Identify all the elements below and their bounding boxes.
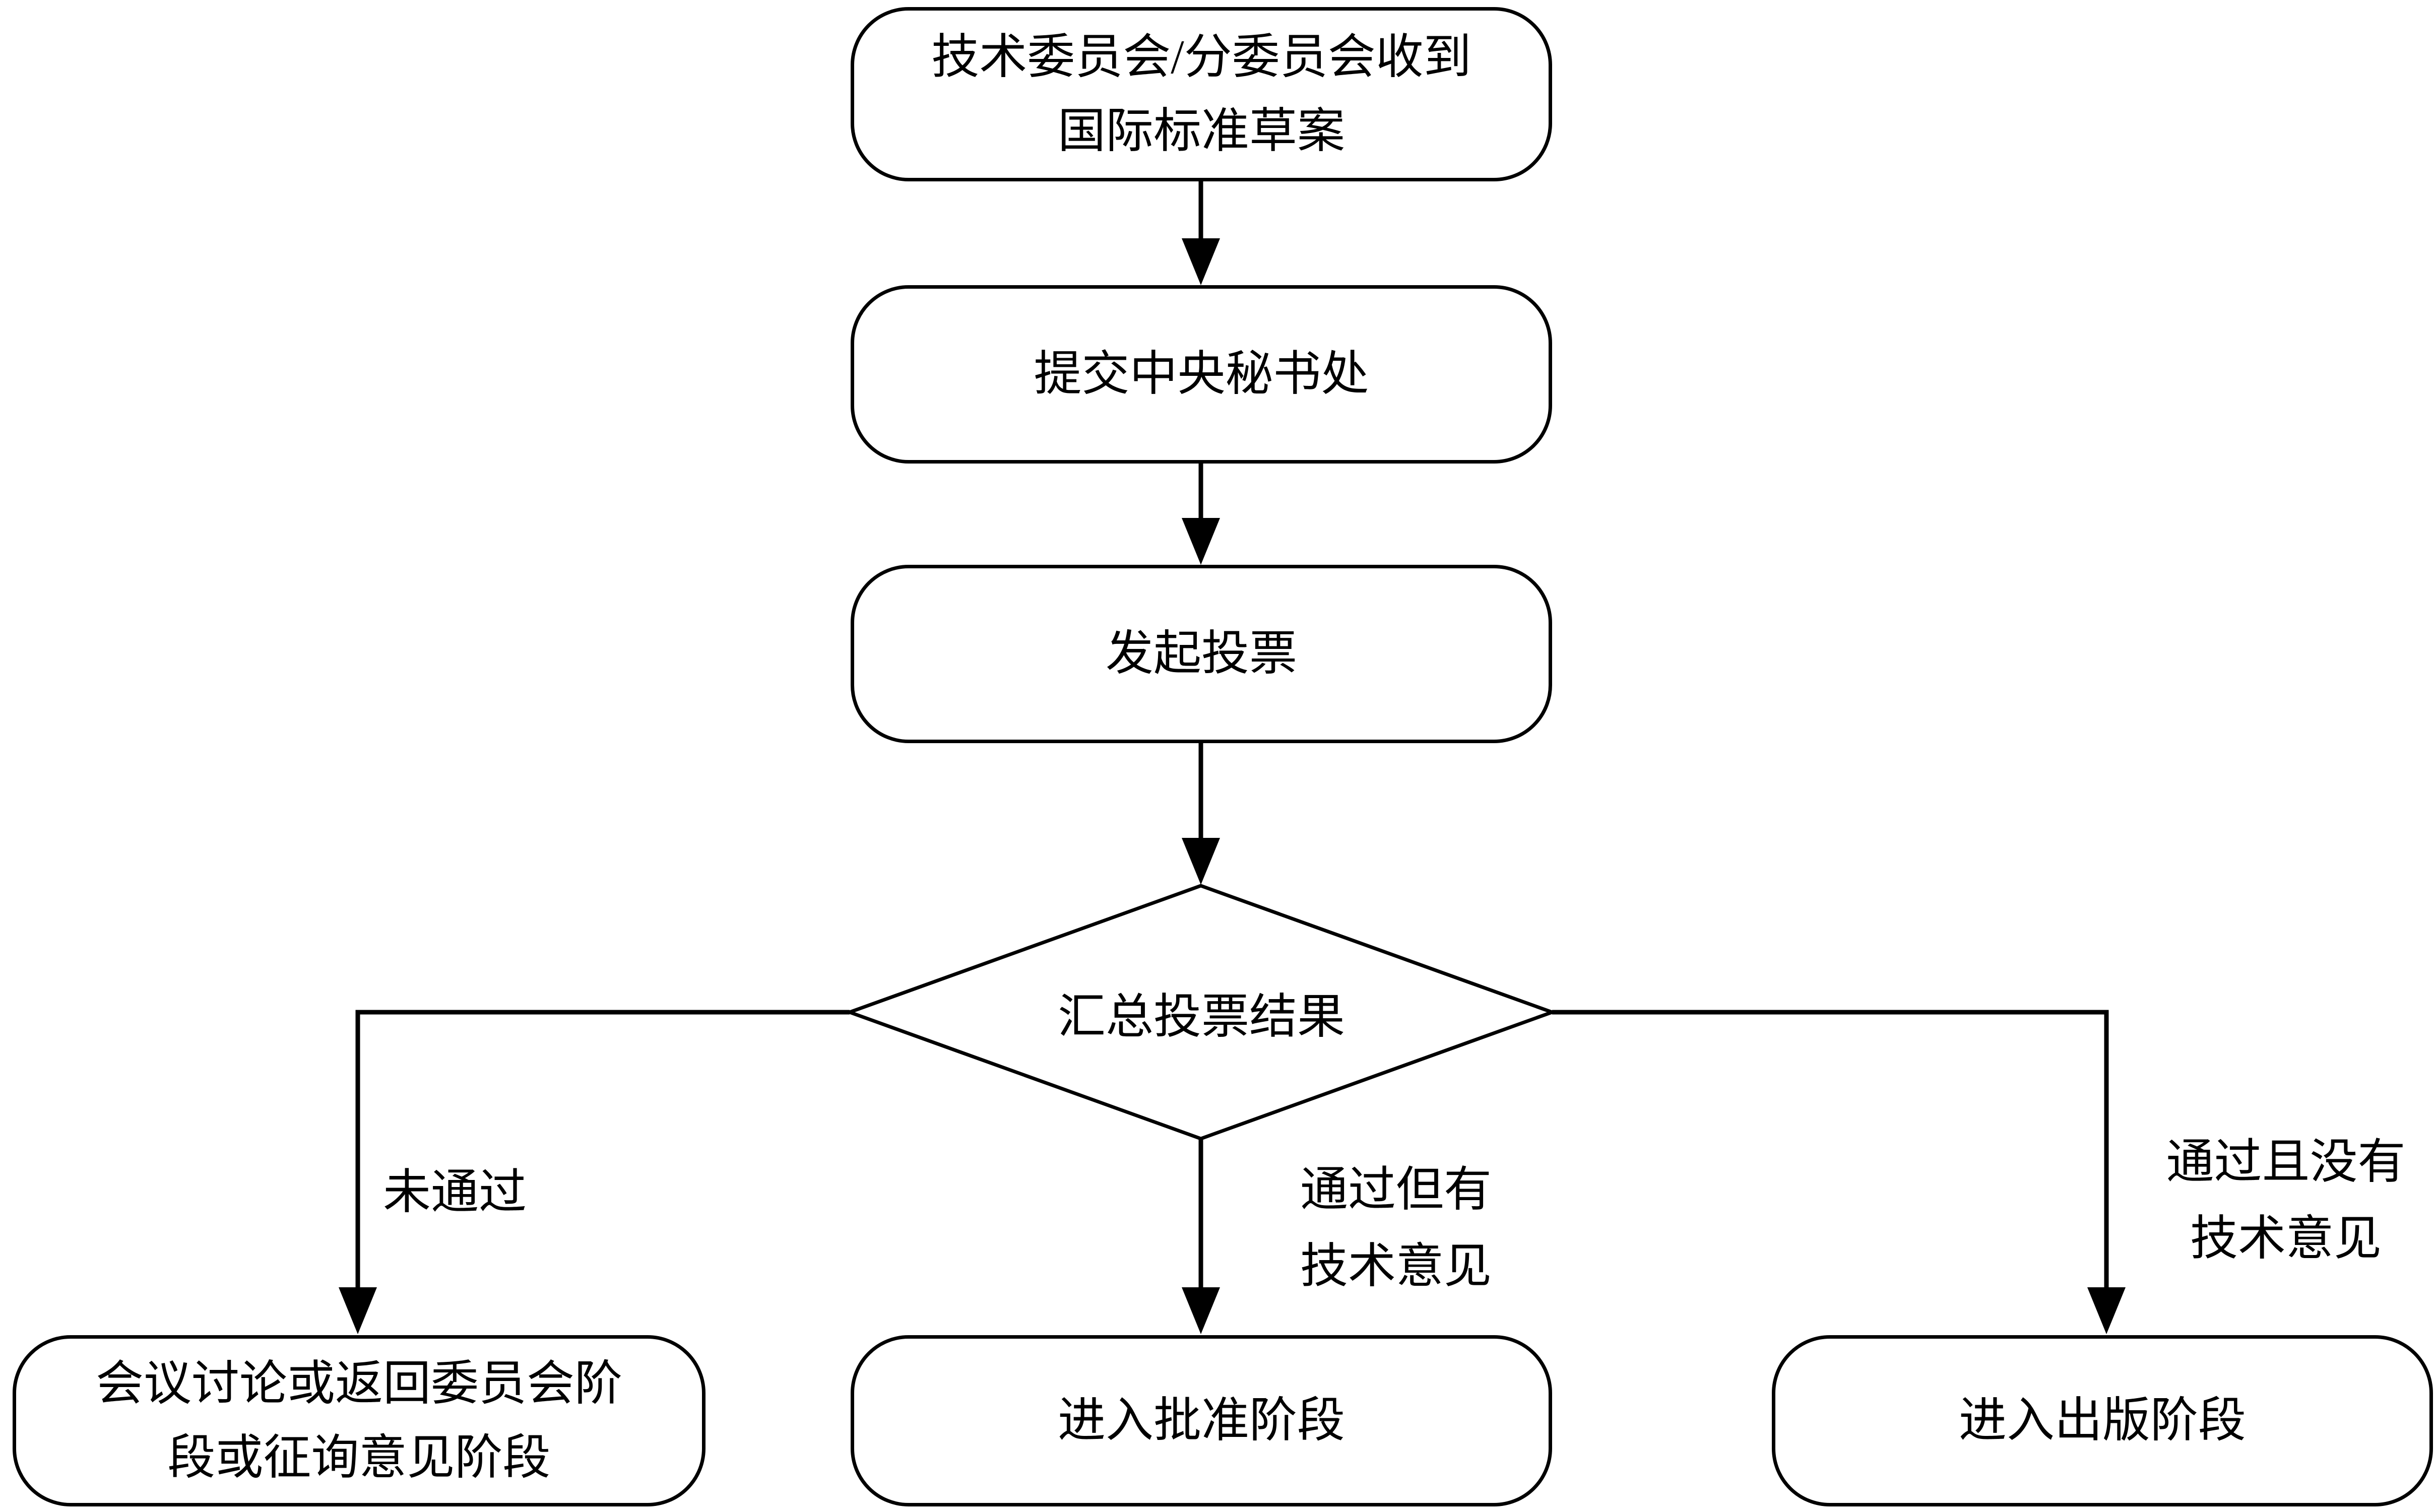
node-approval-stage-label: 进入批准阶段 [1057, 1394, 1345, 1448]
node-receive-draft-line2: 国际标准草案 [1057, 104, 1345, 158]
connector-decision-approve [1182, 1138, 1220, 1334]
node-submit-secretariat-label: 提交中央秘书处 [1034, 347, 1369, 401]
node-discuss-or-return: 会议讨论或返回委员会阶 段或征询意见阶段 [13, 1335, 706, 1506]
node-decision-label: 汇总投票结果 [1057, 990, 1345, 1043]
connector-submit-vote [1182, 463, 1220, 565]
node-start-vote: 发起投票 [851, 565, 1552, 743]
connector-decision-publish [1552, 1010, 2126, 1334]
connector-vote-decision [1182, 742, 1220, 885]
connector-decision-discuss [339, 1010, 850, 1334]
arrowhead-icon [339, 1287, 377, 1334]
arrowhead-icon [1182, 838, 1220, 885]
node-approval-stage: 进入批准阶段 [851, 1335, 1552, 1506]
edge-label-fail: 未通过 [383, 1165, 527, 1219]
node-start-vote-label: 发起投票 [1105, 627, 1297, 681]
node-decision-label-box: 汇总投票结果 [851, 886, 1552, 1139]
node-publication-stage-label: 进入出版阶段 [1958, 1394, 2246, 1448]
connector-receive-submit [1182, 180, 1220, 285]
edge-label-pass-with-comments: 通过但有 技术意见 [1300, 1163, 1492, 1293]
decision-diamond-shape [844, 884, 1558, 1141]
arrowhead-icon [1182, 238, 1220, 285]
edge-label-pass-no-comments: 通过且没有 技术意见 [2166, 1135, 2406, 1265]
node-receive-draft-line1: 技术委员会/分委员会收到 [931, 30, 1471, 84]
node-discuss-or-return-line2: 段或征询意见阶段 [167, 1431, 551, 1484]
arrowhead-icon [2087, 1287, 2126, 1334]
arrowhead-icon [1182, 1287, 1220, 1334]
arrowhead-icon [1182, 518, 1220, 565]
node-discuss-or-return-line1: 会议讨论或返回委员会阶 [95, 1356, 622, 1410]
node-receive-draft: 技术委员会/分委员会收到 国际标准草案 [851, 7, 1552, 181]
node-submit-secretariat: 提交中央秘书处 [851, 285, 1552, 464]
node-publication-stage: 进入出版阶段 [1772, 1335, 2433, 1506]
